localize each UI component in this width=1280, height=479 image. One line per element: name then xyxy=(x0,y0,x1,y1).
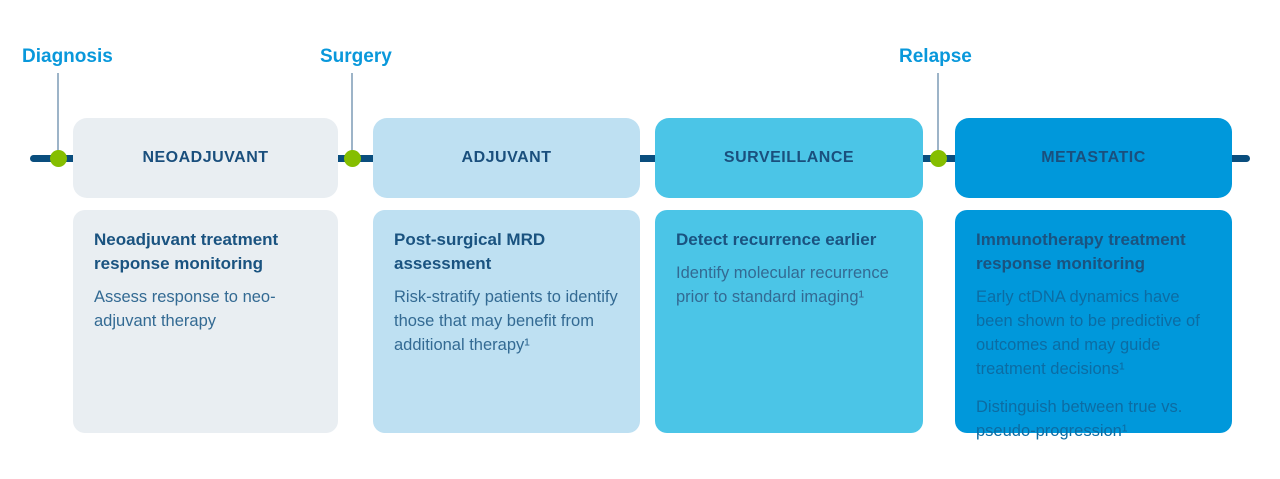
stage-card-title: Neoadjuvant treatment response monitorin… xyxy=(94,230,279,273)
stage-header-label: ADJUVANT xyxy=(461,149,552,166)
milestone-connector-relapse xyxy=(937,73,939,158)
stage-header-neoadjuvant: NEOADJUVANT xyxy=(73,118,338,198)
stage-header-adjuvant: ADJUVANT xyxy=(373,118,640,198)
milestone-dot-surgery xyxy=(344,150,361,167)
milestone-label-diagnosis: Diagnosis xyxy=(22,46,113,67)
stage-card-neoadjuvant: Neoadjuvant treatment response monitorin… xyxy=(73,210,338,433)
stage-card-title: Immunotherapy treatment response monitor… xyxy=(976,230,1186,273)
stage-card-adjuvant: Post-surgical MRD assessment Risk-strati… xyxy=(373,210,640,433)
stage-header-label: NEOADJUVANT xyxy=(142,149,269,166)
stage-card-paragraph: Risk-stratify patients to identify those… xyxy=(394,288,618,354)
stage-card-title: Post-surgical MRD assessment xyxy=(394,230,546,273)
timeline-segment-adjuvant-surveillance xyxy=(639,155,656,162)
stage-header-label: SURVEILLANCE xyxy=(723,149,855,166)
stage-card-title: Detect recurrence earlier xyxy=(676,230,877,249)
stage-header-label: METASTATIC xyxy=(1041,149,1146,166)
milestone-dot-diagnosis xyxy=(50,150,67,167)
timeline-segment-end xyxy=(1231,155,1250,162)
milestone-dot-relapse xyxy=(930,150,947,167)
milestone-label-relapse: Relapse xyxy=(899,46,972,67)
stage-header-surveillance: SURVEILLANCE xyxy=(655,118,923,198)
stage-card-paragraph: Assess response to neo-adjuvant therapy xyxy=(94,288,276,330)
stage-header-metastatic: METASTATIC xyxy=(955,118,1232,198)
milestone-connector-diagnosis xyxy=(57,73,59,158)
stage-card-paragraph: Identify molecular recurrence prior to s… xyxy=(676,264,889,306)
stage-card-paragraph: Early ctDNA dynamics have been shown to … xyxy=(976,288,1200,378)
milestone-label-surgery: Surgery xyxy=(320,46,392,67)
stage-card-paragraph: Distinguish between true vs. pseudo-prog… xyxy=(976,398,1183,440)
milestone-connector-surgery xyxy=(351,73,353,158)
stage-card-metastatic: Immunotherapy treatment response monitor… xyxy=(955,210,1232,440)
stage-card-surveillance: Detect recurrence earlier Identify molec… xyxy=(655,210,923,433)
